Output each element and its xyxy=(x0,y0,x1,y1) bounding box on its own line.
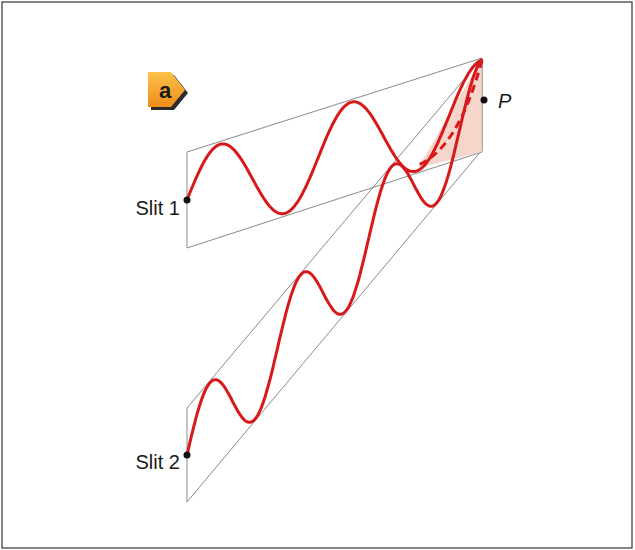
panel-letter: a xyxy=(145,72,185,110)
wave-plane-upper xyxy=(187,58,482,248)
panel-badge: a xyxy=(148,72,188,110)
wave-plane-lower xyxy=(187,58,482,502)
point-dot xyxy=(481,97,488,104)
wave-from-slit-2 xyxy=(187,59,482,455)
slit-dot xyxy=(184,452,191,459)
wave-from-slit-1 xyxy=(187,60,482,214)
point-label: P xyxy=(498,91,511,111)
slit-dot xyxy=(184,197,191,204)
slit-label: Slit 1 xyxy=(136,198,180,218)
slit-label: Slit 2 xyxy=(136,452,180,472)
